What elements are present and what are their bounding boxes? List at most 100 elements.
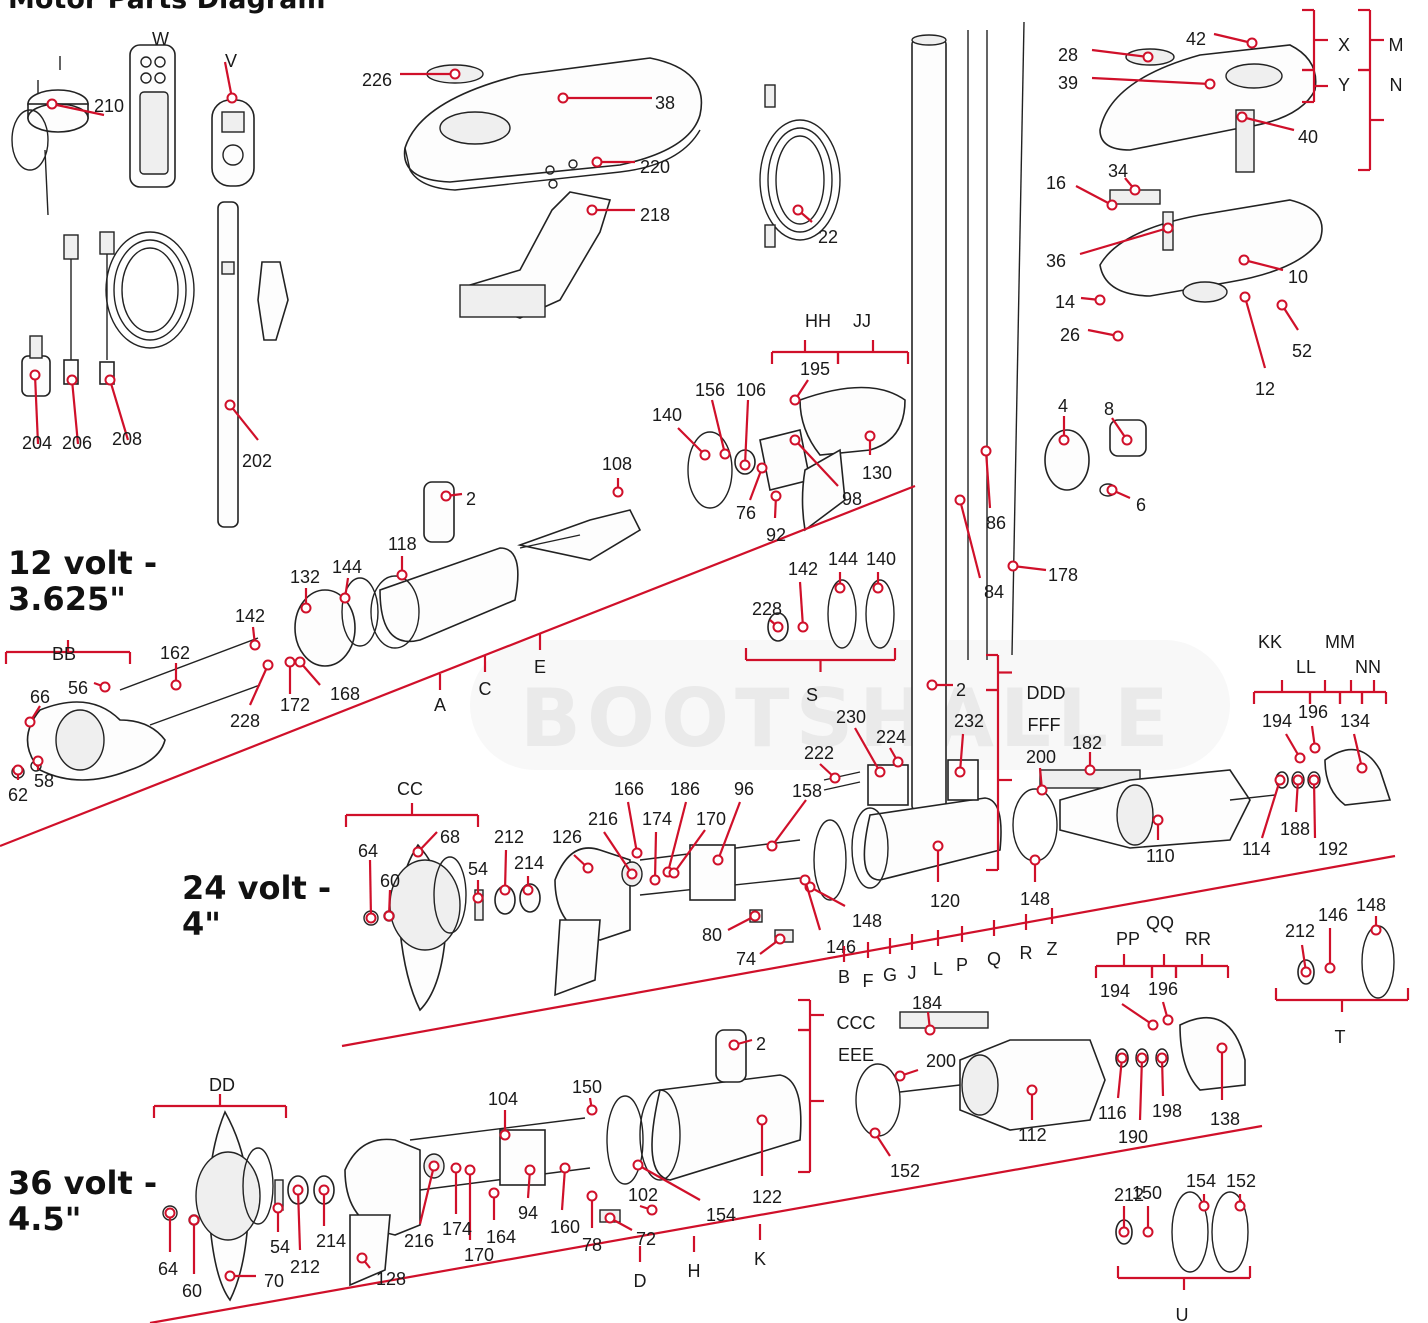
- bracket-label: X: [1338, 35, 1350, 55]
- callout-leader: [653, 831, 658, 881]
- callout-222: 222: [804, 743, 841, 784]
- callout-16: 16: [1046, 173, 1118, 211]
- callout-dot: [924, 1024, 936, 1036]
- bracket-x: X: [1302, 8, 1350, 72]
- callout-dot: [1276, 299, 1288, 311]
- callout-144: 144: [828, 549, 858, 594]
- motor-36v: [162, 1029, 802, 1302]
- callout-162: 162: [160, 643, 190, 691]
- callout-label: 194: [1100, 981, 1130, 1001]
- callout-dot: [292, 1184, 304, 1196]
- bracket-label: M: [1389, 35, 1404, 55]
- callout-leader: [626, 801, 639, 854]
- callout-134: 134: [1340, 711, 1370, 774]
- callout-label: 228: [752, 599, 782, 619]
- callout-112: 112: [1018, 1084, 1047, 1145]
- callout-label: 96: [734, 779, 754, 799]
- bracket-y: Y: [1302, 68, 1350, 104]
- callout-label: 144: [332, 557, 362, 577]
- callout-label: 8: [1104, 399, 1114, 419]
- callout-dot: [774, 933, 786, 945]
- callout-leader: [1243, 296, 1267, 369]
- callout-64: 64: [158, 1207, 178, 1279]
- bracket-label: N: [1390, 75, 1403, 95]
- callout-dot: [272, 1202, 284, 1214]
- callout-label: 116: [1098, 1103, 1127, 1123]
- callout-label: 210: [94, 96, 124, 116]
- callout-label: 196: [1298, 702, 1328, 722]
- callout-150: 150: [572, 1077, 602, 1116]
- callout-leader: [51, 102, 105, 117]
- callout-label: 2: [466, 489, 476, 509]
- callout-leader: [637, 1164, 701, 1201]
- callout-202: 202: [224, 399, 272, 471]
- callout-dot: [1239, 291, 1251, 303]
- callout-170: 170: [668, 809, 726, 879]
- callout-label: 160: [550, 1217, 580, 1237]
- callout-dot: [586, 1190, 598, 1202]
- callout-label: 198: [1152, 1101, 1182, 1121]
- callout-dot: [591, 156, 603, 168]
- bracket-t: T: [1274, 988, 1410, 1047]
- callout-dot: [1106, 484, 1118, 496]
- callout-228: 228: [230, 659, 274, 731]
- callout-212: 212: [1114, 1185, 1144, 1238]
- callout-label: 38: [655, 93, 675, 113]
- callout-dot: [1007, 560, 1019, 572]
- callout-label: 39: [1058, 73, 1078, 93]
- callout-220: 220: [591, 156, 670, 177]
- callout-dot: [719, 448, 731, 460]
- callout-22: 22: [792, 204, 838, 247]
- callout-label: 74: [736, 949, 756, 969]
- callout-150: 150: [1132, 1183, 1162, 1238]
- callout-52: 52: [1276, 299, 1312, 361]
- callout-146: 146: [1318, 905, 1348, 974]
- callout-label: 130: [862, 463, 892, 483]
- callout-leader: [560, 1167, 567, 1211]
- callout-58: 58: [32, 755, 54, 791]
- callout-28: 28: [1058, 45, 1154, 65]
- callout-label: 194: [1262, 711, 1292, 731]
- callout-label: 196: [1148, 979, 1178, 999]
- bracket-nn: NN: [1355, 657, 1388, 704]
- callout-dot: [772, 621, 784, 633]
- head-cover: [403, 57, 703, 191]
- callout-4: 4: [1058, 396, 1070, 446]
- callout-102: 102: [628, 1185, 658, 1216]
- callout-196: 196: [1298, 702, 1328, 754]
- callout-118: 118: [388, 534, 417, 581]
- callout-leader: [958, 733, 965, 773]
- callout-label: 54: [468, 859, 488, 879]
- callout-leader: [748, 467, 764, 501]
- callout-label: 166: [614, 779, 644, 799]
- axis-letter-h: H: [688, 1236, 701, 1281]
- foot-pedal-sensor: [11, 56, 89, 216]
- callout-dot: [869, 1127, 881, 1139]
- callout-label: 212: [494, 827, 524, 847]
- callout-dot: [224, 1270, 236, 1282]
- callout-dot: [1142, 51, 1154, 63]
- callout-leader: [33, 374, 40, 445]
- callout-label: 200: [926, 1051, 956, 1071]
- bracket-rr: RR: [1174, 929, 1230, 978]
- axis-letter-e: E: [534, 634, 546, 677]
- callout-60: 60: [182, 1214, 202, 1301]
- callout-label: 102: [628, 1185, 658, 1205]
- callout-label: 126: [552, 827, 582, 847]
- callout-dot: [46, 98, 58, 110]
- callout-172: 172: [280, 656, 310, 715]
- axis-letter-label: R: [1020, 943, 1033, 963]
- callout-dot: [954, 766, 966, 778]
- callout-160: 160: [550, 1162, 580, 1237]
- bracket-label: MM: [1325, 632, 1355, 652]
- parts-4-8-6: [1044, 419, 1147, 497]
- callout-dot: [1294, 752, 1306, 764]
- callout-dot: [522, 884, 534, 896]
- callout-label: 120: [930, 891, 960, 911]
- callout-12: 12: [1239, 291, 1275, 399]
- callout-dot: [874, 766, 886, 778]
- callout-dot: [699, 449, 711, 461]
- callout-label: 94: [518, 1203, 538, 1223]
- callout-label: 106: [736, 380, 766, 400]
